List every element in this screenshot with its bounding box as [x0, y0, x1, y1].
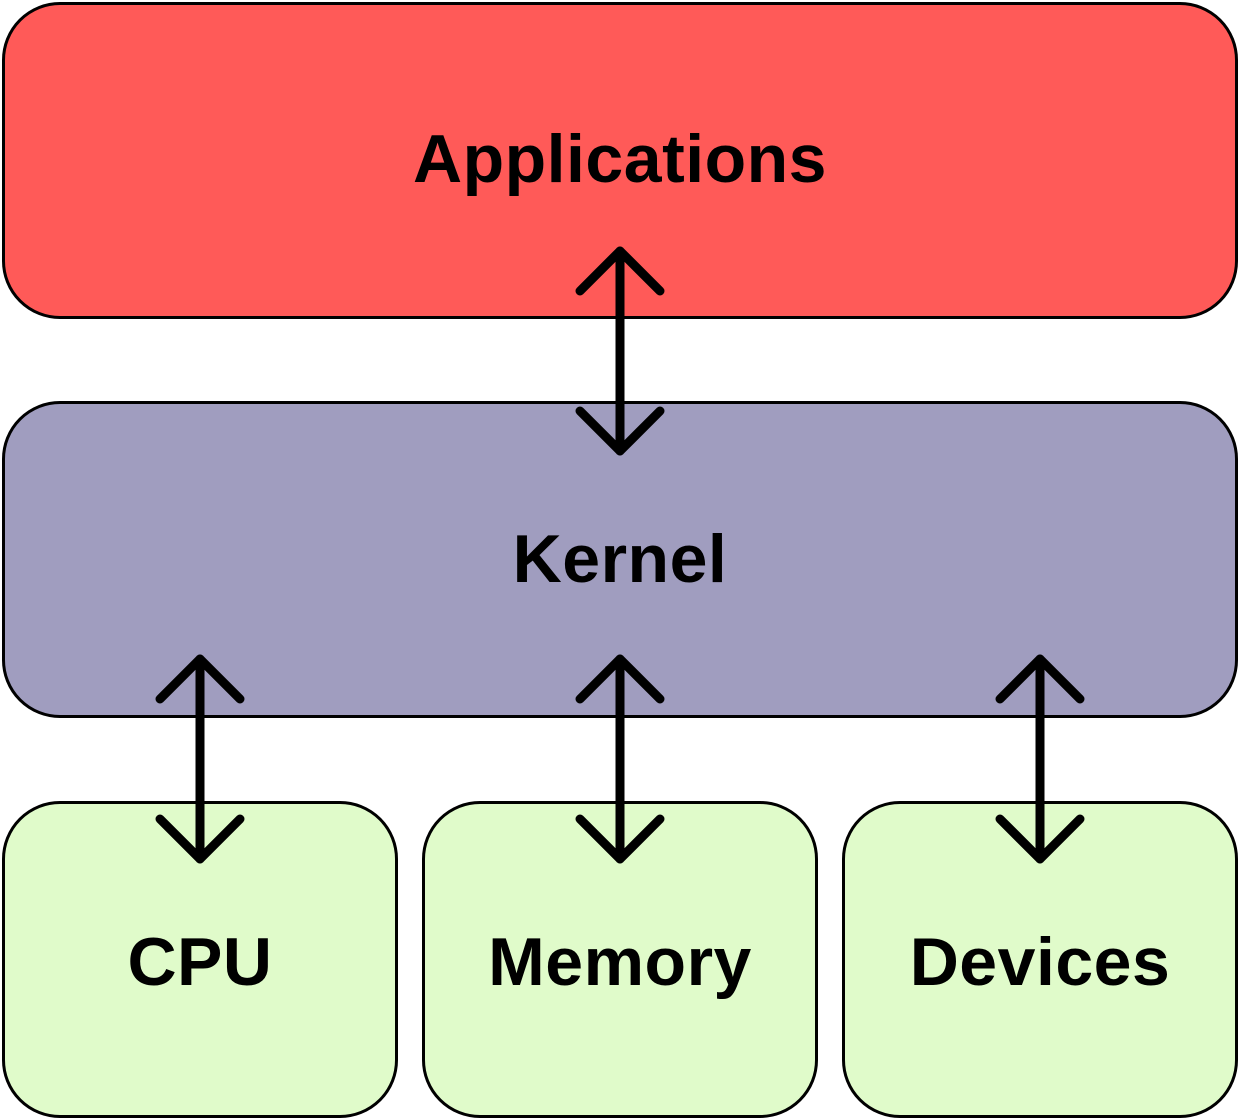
kernel-label: Kernel: [512, 521, 728, 597]
applications-layer: Applications: [2, 2, 1238, 319]
memory-label: Memory: [488, 923, 752, 1000]
devices-label: Devices: [909, 923, 1171, 1000]
applications-label: Applications: [412, 120, 828, 197]
cpu-label: CPU: [127, 923, 273, 1000]
devices-box: Devices: [842, 801, 1238, 1118]
cpu-box: CPU: [2, 801, 398, 1118]
memory-box: Memory: [422, 801, 818, 1118]
kernel-layer: Kernel: [2, 401, 1238, 718]
